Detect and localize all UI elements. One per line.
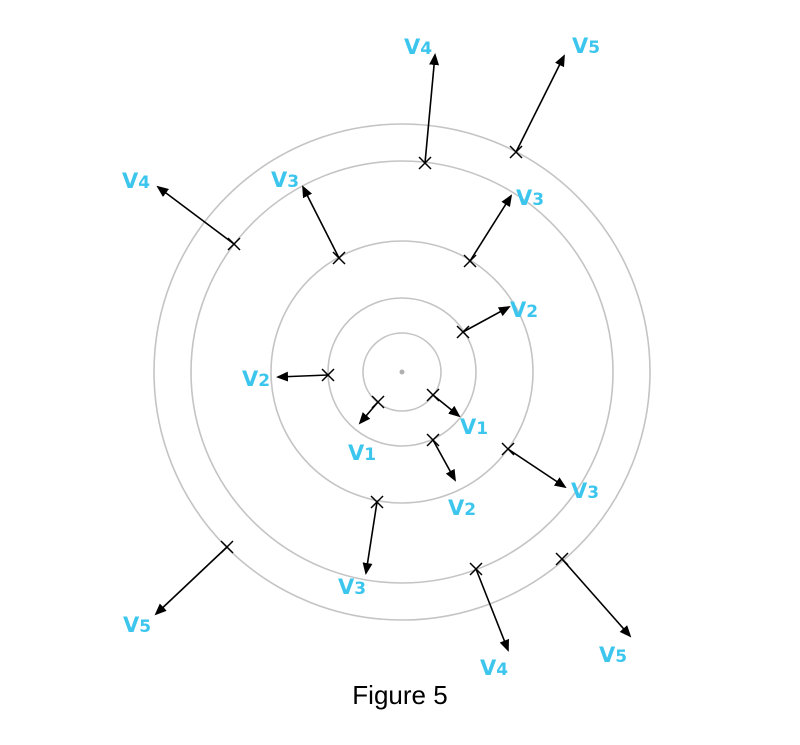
velocity-arrow-13	[515, 54, 565, 153]
position-cross-10	[418, 156, 432, 170]
label-v4-left: V4	[122, 169, 150, 193]
label-v2-bottom: V2	[448, 496, 476, 520]
velocity-arrow-4	[276, 371, 329, 382]
ring-3	[270, 240, 534, 504]
velocity-arrow-5	[432, 439, 456, 482]
position-cross-12	[469, 562, 483, 576]
position-cross-1	[426, 388, 440, 402]
velocity-arrow-3	[462, 306, 511, 333]
position-cross-5	[426, 433, 440, 447]
position-cross-14	[220, 540, 234, 554]
label-v3-bottom: V3	[338, 575, 366, 599]
label-v2-left: V2	[242, 367, 270, 391]
velocity-arrows	[154, 53, 632, 652]
figure-caption: Figure 5	[352, 680, 448, 710]
position-cross-3	[456, 325, 470, 339]
velocity-labels: V1 V1 V2 V2 V2 V3 V3 V3 V3 V4 V4 V4 V5 V…	[122, 34, 627, 680]
velocity-arrow-6	[302, 185, 340, 259]
label-v5-bottom-right: V5	[599, 643, 627, 667]
ring-1	[362, 332, 442, 412]
velocity-arrow-10	[424, 53, 440, 164]
position-cross-2	[371, 395, 385, 409]
ring-2	[327, 297, 477, 447]
velocity-arrow-15	[561, 558, 632, 638]
label-v2-upper-right: V2	[510, 298, 538, 322]
position-cross-13	[509, 145, 523, 159]
center-point	[399, 369, 405, 375]
label-v1-bottom: V1	[348, 441, 376, 465]
velocity-arrow-8	[507, 448, 567, 489]
velocity-arrow-11	[156, 185, 235, 245]
position-cross-8	[501, 442, 515, 456]
label-v5-bottom-left: V5	[123, 613, 151, 637]
label-v3-lower-right: V3	[571, 479, 599, 503]
velocity-arrow-7	[469, 194, 513, 262]
position-markers	[220, 145, 569, 576]
velocity-arrow-14	[154, 546, 228, 616]
ring-4	[190, 160, 614, 584]
position-cross-15	[555, 552, 569, 566]
velocity-arrow-12	[475, 568, 509, 652]
label-v3-upper-left: V3	[271, 168, 299, 192]
label-v1-right: V1	[460, 415, 488, 439]
concentric-rings-diagram: V1 V1 V2 V2 V2 V3 V3 V3 V3 V4 V4 V4 V5 V…	[122, 34, 651, 680]
position-cross-11	[227, 237, 241, 251]
label-v4-bottom: V4	[480, 656, 508, 680]
velocity-arrow-9	[362, 501, 378, 575]
rings	[153, 123, 651, 621]
label-v4-top: V4	[404, 35, 432, 59]
label-v3-upper-right: V3	[516, 186, 544, 210]
ring-5	[153, 123, 651, 621]
position-cross-4	[321, 368, 335, 382]
label-v5-top: V5	[572, 34, 600, 58]
position-cross-9	[370, 495, 384, 509]
position-cross-7	[463, 254, 477, 268]
position-cross-6	[332, 251, 346, 265]
